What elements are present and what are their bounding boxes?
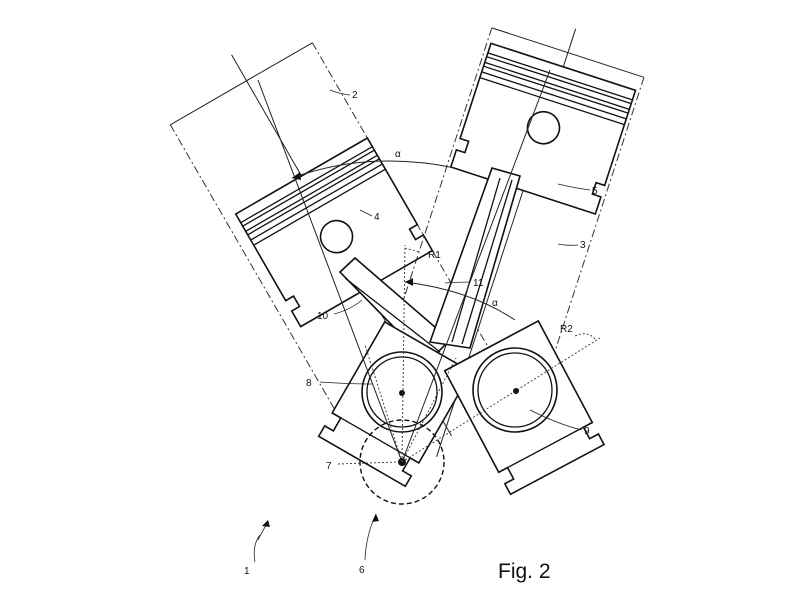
label-angle-upper: α xyxy=(395,149,401,160)
label-piston-right: 5 xyxy=(592,186,598,197)
label-cylinder-left: 2 xyxy=(352,90,358,101)
bearing-center-left xyxy=(399,390,405,396)
label-engine: 1 xyxy=(244,566,250,577)
label-radius-right: R2 xyxy=(560,324,573,335)
label-radius-left: R1 xyxy=(428,250,441,261)
label-cylinder-right: 3 xyxy=(580,240,586,251)
label-crank-pin: 7 xyxy=(326,461,332,472)
connecting-rod-right xyxy=(430,168,520,348)
label-angle-lower: α xyxy=(492,298,498,309)
label-rod-left: 10 xyxy=(317,311,329,322)
radius-arc-right xyxy=(575,334,596,340)
label-piston-left: 4 xyxy=(374,212,380,223)
figure-caption: Fig. 2 xyxy=(498,560,551,583)
label-bearing-left: 8 xyxy=(306,378,312,389)
label-rod-right: 11 xyxy=(473,278,484,289)
label-crank-zone: 6 xyxy=(359,565,365,576)
label-bearing-right: 9 xyxy=(584,426,590,437)
